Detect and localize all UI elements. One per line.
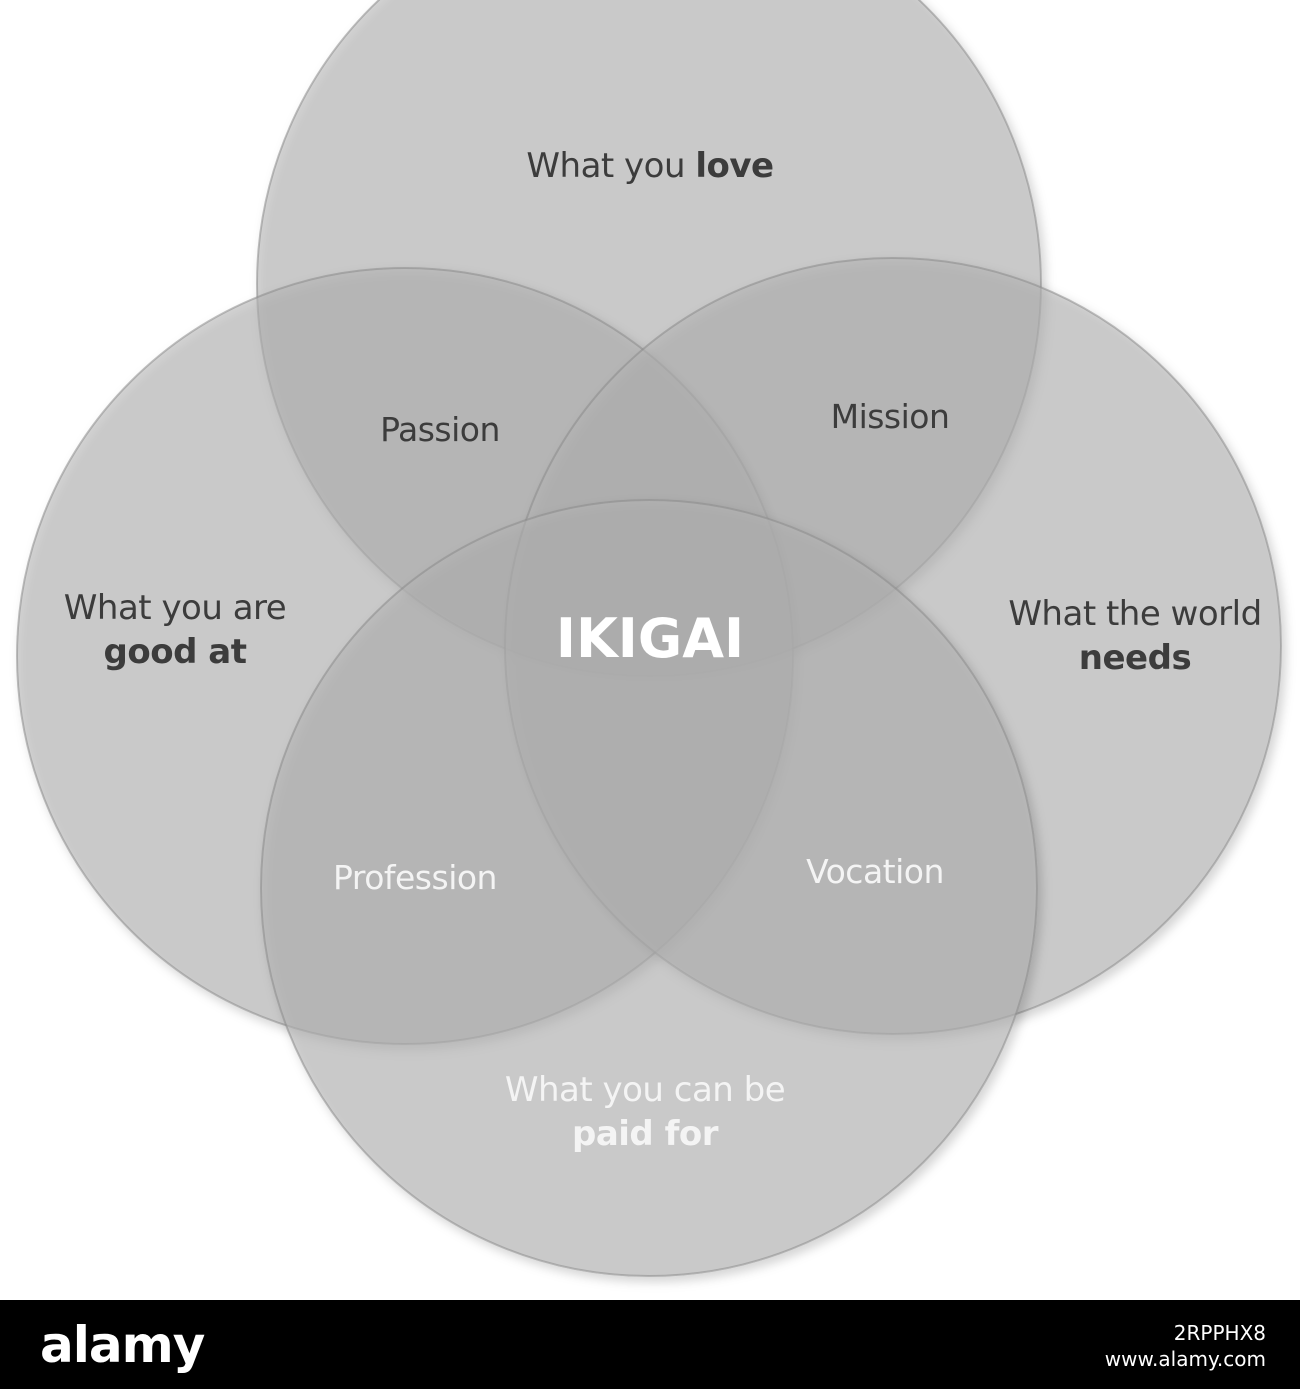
overlap-label-mission: Mission — [830, 397, 950, 436]
circle-paid — [260, 499, 1038, 1277]
image-reference: 2RPPHX8 www.alamy.com — [1105, 1320, 1266, 1372]
watermark-footer: alamy 2RPPHX8 www.alamy.com — [0, 1300, 1300, 1389]
image-id: 2RPPHX8 — [1173, 1321, 1266, 1345]
center-label-ikigai: IKIGAI — [555, 607, 745, 670]
overlap-label-vocation: Vocation — [806, 852, 944, 891]
alamy-logo: alamy — [40, 1316, 205, 1374]
circle-label-love: What you love — [526, 146, 774, 186]
venn-circles — [16, 0, 1282, 1277]
image-url: www.alamy.com — [1104, 1347, 1266, 1371]
circle-label-world-needs: What the world needs — [1008, 594, 1262, 679]
overlap-label-profession: Profession — [333, 858, 497, 897]
overlap-label-passion: Passion — [380, 410, 500, 449]
